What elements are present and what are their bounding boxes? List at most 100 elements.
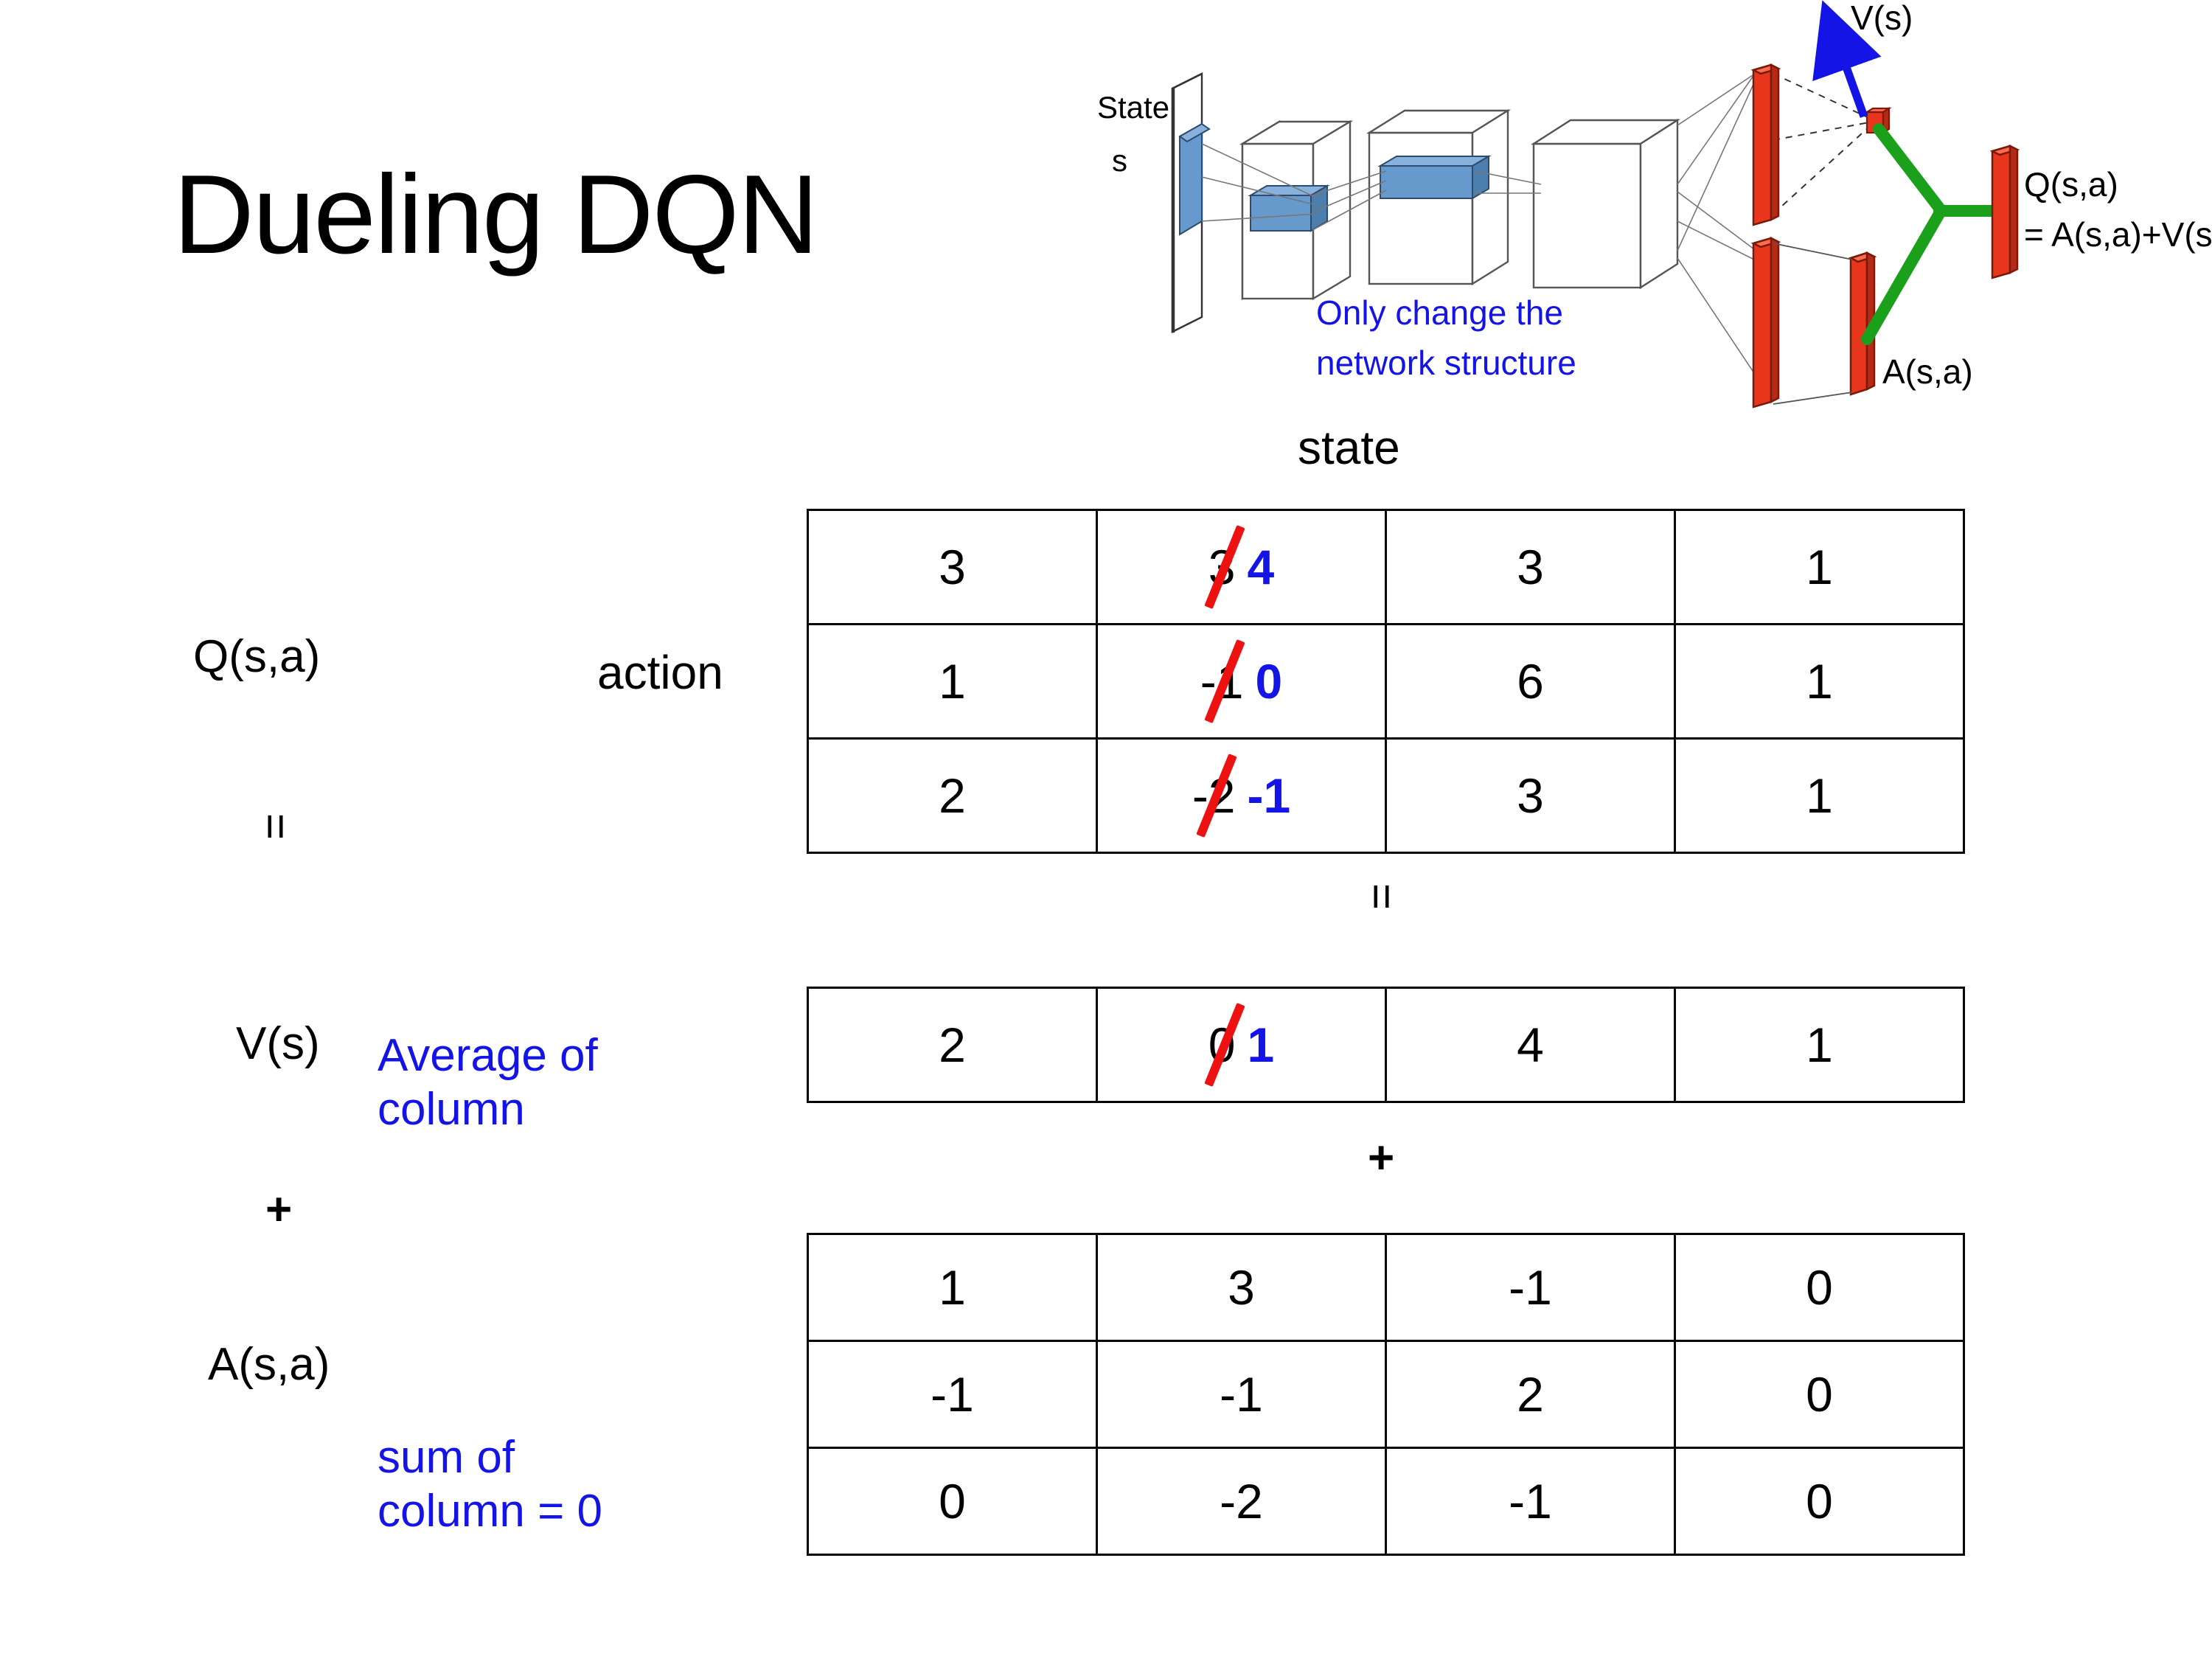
table-cell: 2 bbox=[1385, 1340, 1676, 1449]
table-cell: 1 bbox=[807, 1233, 1098, 1342]
cell-value: 2 bbox=[939, 768, 966, 823]
value-stream-dashed-links bbox=[1773, 73, 1870, 215]
cell-value: 0 bbox=[939, 1474, 966, 1528]
dueling-network-diagram: State s Only change the network structur… bbox=[1091, 0, 2212, 413]
table-row: 1 3 -1 0 bbox=[807, 1233, 1965, 1342]
cell-value: 3 bbox=[1517, 768, 1544, 823]
corrected-value: 4 bbox=[1247, 540, 1275, 594]
cell-value: 6 bbox=[1517, 654, 1544, 709]
equals-operator-left: = bbox=[250, 813, 302, 841]
strikethrough-mark bbox=[1196, 754, 1237, 838]
sum-annotation-line2: column = 0 bbox=[378, 1486, 603, 1537]
plus-operator-left: + bbox=[265, 1184, 293, 1235]
table-cell: 1 bbox=[1674, 623, 1965, 740]
cell-value: 1 bbox=[1806, 1018, 1833, 1072]
cell-value: 4 bbox=[1517, 1018, 1544, 1072]
cell-value: 1 bbox=[1806, 654, 1833, 709]
table-cell: 4 bbox=[1385, 987, 1676, 1103]
table-cell: 1 bbox=[1674, 509, 1965, 625]
sum-annotation-line1: sum of bbox=[378, 1432, 515, 1483]
diagram-output-label-line1: Q(s,a) bbox=[2024, 165, 2118, 204]
cell-value: -1 bbox=[931, 1367, 974, 1422]
table-cell: -1 bbox=[1096, 1340, 1387, 1449]
table-cell: 3 bbox=[807, 509, 1098, 625]
diagram-state-label-line1: State bbox=[1097, 90, 1169, 125]
sum-of-column-annotation: sum of column = 0 bbox=[378, 1430, 602, 1538]
corrected-value: -1 bbox=[1247, 768, 1291, 823]
table-row: 2 -2-1 3 1 bbox=[807, 737, 1965, 854]
cell-value: 3 bbox=[939, 540, 966, 594]
cell-value: -1 bbox=[1509, 1260, 1552, 1315]
cell-value: 2 bbox=[939, 1018, 966, 1072]
q-output-bar-shape bbox=[1989, 144, 2020, 279]
cell-value: 3 bbox=[1517, 540, 1544, 594]
corrected-value: 1 bbox=[1247, 1018, 1275, 1072]
table-cell: 3 bbox=[1096, 1233, 1387, 1342]
table-cell: 1 bbox=[807, 623, 1098, 740]
merge-link-shape bbox=[1861, 123, 1998, 345]
edited-cell: -2-1 bbox=[1192, 754, 1291, 838]
average-annotation-line1: Average of bbox=[378, 1030, 598, 1081]
table-cell: 6 bbox=[1385, 623, 1676, 740]
connection-lines bbox=[1201, 73, 1767, 392]
strikethrough-mark bbox=[1204, 1003, 1245, 1087]
conv-block-3-shape bbox=[1530, 118, 1681, 290]
cell-value: -1 bbox=[1220, 1367, 1263, 1422]
cell-value: 3 bbox=[1228, 1260, 1255, 1315]
table-cell: -1 bbox=[1385, 1233, 1676, 1342]
corrected-value: 0 bbox=[1255, 654, 1283, 709]
table-cell: 0 bbox=[807, 1447, 1098, 1556]
cell-value: 1 bbox=[1806, 540, 1833, 594]
cell-value: 0 bbox=[1806, 1260, 1833, 1315]
table-cell: 0 bbox=[1674, 1447, 1965, 1556]
cell-value: 1 bbox=[1806, 768, 1833, 823]
plus-operator-middle: + bbox=[1368, 1133, 1395, 1183]
conv-patch-1-shape bbox=[1248, 184, 1330, 232]
value-arrow-icon bbox=[1812, 0, 1882, 118]
q-function-label: Q(s,a) bbox=[193, 631, 321, 682]
diagram-value-label: V(s) bbox=[1851, 0, 1913, 37]
average-annotation-line2: column bbox=[378, 1084, 525, 1135]
average-of-column-annotation: Average of column bbox=[378, 1029, 598, 1136]
cell-value: 1 bbox=[939, 654, 966, 709]
equals-operator-middle: = bbox=[1356, 883, 1408, 911]
original-value: 0 bbox=[1204, 1003, 1245, 1087]
cell-value: 0 bbox=[1806, 1367, 1833, 1422]
strikethrough-mark bbox=[1204, 639, 1245, 723]
diagram-note-line1: Only change the bbox=[1316, 293, 1563, 332]
action-row-header: action bbox=[597, 646, 723, 699]
table-cell: -2-1 bbox=[1096, 737, 1387, 854]
conv-patch-2-shape bbox=[1377, 155, 1492, 200]
table-cell: 0 bbox=[1674, 1233, 1965, 1342]
table-cell: 2 bbox=[807, 737, 1098, 854]
state-column-header: state bbox=[1298, 421, 1400, 474]
diagram-output-label-line2: = A(s,a)+V(s) bbox=[2024, 215, 2212, 254]
value-stream-bar-shape bbox=[1750, 63, 1781, 226]
cell-value: -2 bbox=[1220, 1474, 1263, 1528]
cell-value: 0 bbox=[1806, 1474, 1833, 1528]
table-cell: 1 bbox=[1674, 737, 1965, 854]
diagram-note-line2: network structure bbox=[1316, 344, 1576, 382]
table-cell: 3 bbox=[1385, 737, 1676, 854]
diagram-advantage-label: A(s,a) bbox=[1882, 352, 1973, 391]
diagram-state-label-line2: s bbox=[1112, 143, 1127, 178]
table-cell: -1 bbox=[807, 1340, 1098, 1449]
v-function-label: V(s) bbox=[236, 1018, 320, 1069]
cell-value: 1 bbox=[939, 1260, 966, 1315]
table-cell: 2 bbox=[807, 987, 1098, 1103]
cell-value: 2 bbox=[1517, 1367, 1544, 1422]
